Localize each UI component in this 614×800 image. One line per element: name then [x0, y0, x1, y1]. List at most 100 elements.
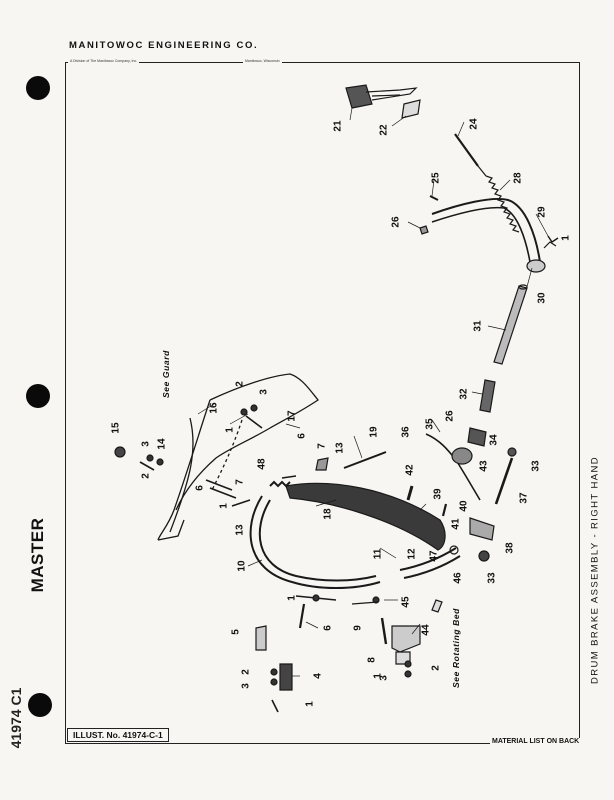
rod-6-part — [298, 603, 306, 629]
lever-30-part — [431, 198, 557, 273]
part-label: 33 — [530, 460, 542, 472]
part-label: 24 — [468, 118, 480, 130]
part-label: 11 — [372, 548, 384, 560]
arm-36-part — [425, 433, 481, 501]
pin-39-part — [441, 503, 448, 517]
part-label: 16 — [208, 402, 220, 414]
part-label: 36 — [400, 426, 412, 438]
binder-hole-middle — [26, 384, 50, 408]
rod-24-part — [454, 133, 479, 167]
part-label: 10 — [236, 560, 248, 572]
part-label: 47 — [428, 550, 440, 562]
link-46-part — [399, 545, 490, 579]
part-label: 14 — [156, 438, 168, 450]
part-label: 45 — [400, 596, 412, 608]
bolt-9-part — [380, 617, 388, 645]
part-label: 19 — [368, 426, 380, 438]
part-label: 3 — [140, 441, 152, 447]
drawing-title: DRUM BRAKE ASSEMBLY - RIGHT HAND — [589, 456, 601, 684]
part-label: 22 — [378, 124, 390, 136]
division-line: A Division of The Manitowoc Company, Inc… — [68, 59, 140, 63]
cam-15-part — [114, 446, 126, 458]
spring-48-part — [269, 480, 291, 488]
part-label: 3 — [378, 675, 390, 681]
part-label: 6 — [296, 433, 308, 439]
part-label: 2 — [240, 669, 252, 675]
part-label: 1 — [304, 701, 316, 707]
material-list-note: MATERIAL LIST ON BACK — [490, 738, 582, 745]
clip-7-part — [315, 457, 329, 471]
part-label: 26 — [390, 216, 402, 228]
location-line: Manitowoc, Wisconsin — [243, 59, 282, 63]
part-label: 46 — [452, 572, 464, 584]
bracket-5-part — [255, 625, 267, 651]
part-label: 18 — [322, 508, 334, 520]
leader-lines — [197, 107, 549, 677]
pin-25-part — [429, 195, 439, 201]
part-label: 21 — [332, 120, 344, 132]
part-label: 1 — [286, 595, 298, 601]
part-label: 7 — [234, 479, 246, 485]
bracket-38-part — [469, 517, 495, 541]
bushing-34-part — [467, 427, 487, 447]
part-label: 17 — [286, 410, 298, 422]
part-label: 43 — [478, 460, 490, 472]
part-label: 35 — [424, 418, 436, 430]
binder-hole-top — [26, 76, 50, 100]
part-label: 1 — [218, 503, 230, 509]
part-label: 38 — [504, 542, 516, 554]
part-label: 1 — [560, 235, 572, 241]
nut-33-part — [507, 447, 517, 457]
part-label: 6 — [322, 625, 334, 631]
part-label: 13 — [334, 442, 346, 454]
part-label: 7 — [316, 443, 328, 449]
pad-22-part — [401, 99, 421, 119]
lining-18-part — [285, 482, 446, 551]
part-label: 25 — [430, 172, 442, 184]
part-label: 1 — [224, 427, 236, 433]
part-label: 34 — [488, 434, 500, 446]
drawing-frame — [65, 62, 580, 744]
rod-19-part — [343, 451, 387, 469]
binder-hole-bottom — [28, 693, 52, 717]
part-label: 3 — [258, 389, 270, 395]
see-guard-note: See Guard — [161, 350, 171, 398]
part-label: 37 — [518, 492, 530, 504]
pin-47-part — [431, 599, 443, 613]
rod-37-part — [494, 457, 514, 505]
part-label: 39 — [432, 488, 444, 500]
part-label: 30 — [536, 292, 548, 304]
part-label: 28 — [512, 172, 524, 184]
part-label: 8 — [366, 657, 378, 663]
part-label: 48 — [256, 458, 268, 470]
part-label: 9 — [352, 625, 364, 631]
pin-42-part — [406, 485, 414, 501]
bolt-1-part — [271, 699, 279, 713]
part-label: 31 — [472, 320, 484, 332]
part-label: 33 — [486, 572, 498, 584]
part-label: 40 — [458, 500, 470, 512]
part-label: 15 — [110, 422, 122, 434]
bushing-32-part — [479, 379, 496, 413]
part-label: 2 — [234, 381, 246, 387]
part-label: 42 — [404, 464, 416, 476]
part-label: 5 — [230, 629, 242, 635]
hardware-stack-part — [146, 404, 412, 686]
clip-26-part — [419, 225, 429, 235]
part-label: 26 — [444, 410, 456, 422]
part-label: 2 — [140, 473, 152, 479]
part-label: 12 — [406, 548, 418, 560]
shaft-31-part — [493, 284, 528, 365]
part-label: 3 — [240, 683, 252, 689]
brake-band-10-part — [249, 495, 381, 589]
part-label: 41 — [450, 518, 462, 530]
bolt-cluster-part — [139, 415, 297, 507]
guard-part — [157, 373, 319, 541]
part-label: 29 — [536, 206, 548, 218]
clip-29-part — [547, 235, 559, 243]
part-label: 6 — [194, 485, 206, 491]
company-name: MANITOWOC ENGINEERING CO. — [69, 40, 259, 51]
linkage-45-part — [295, 594, 380, 605]
part-label: 44 — [420, 624, 432, 636]
